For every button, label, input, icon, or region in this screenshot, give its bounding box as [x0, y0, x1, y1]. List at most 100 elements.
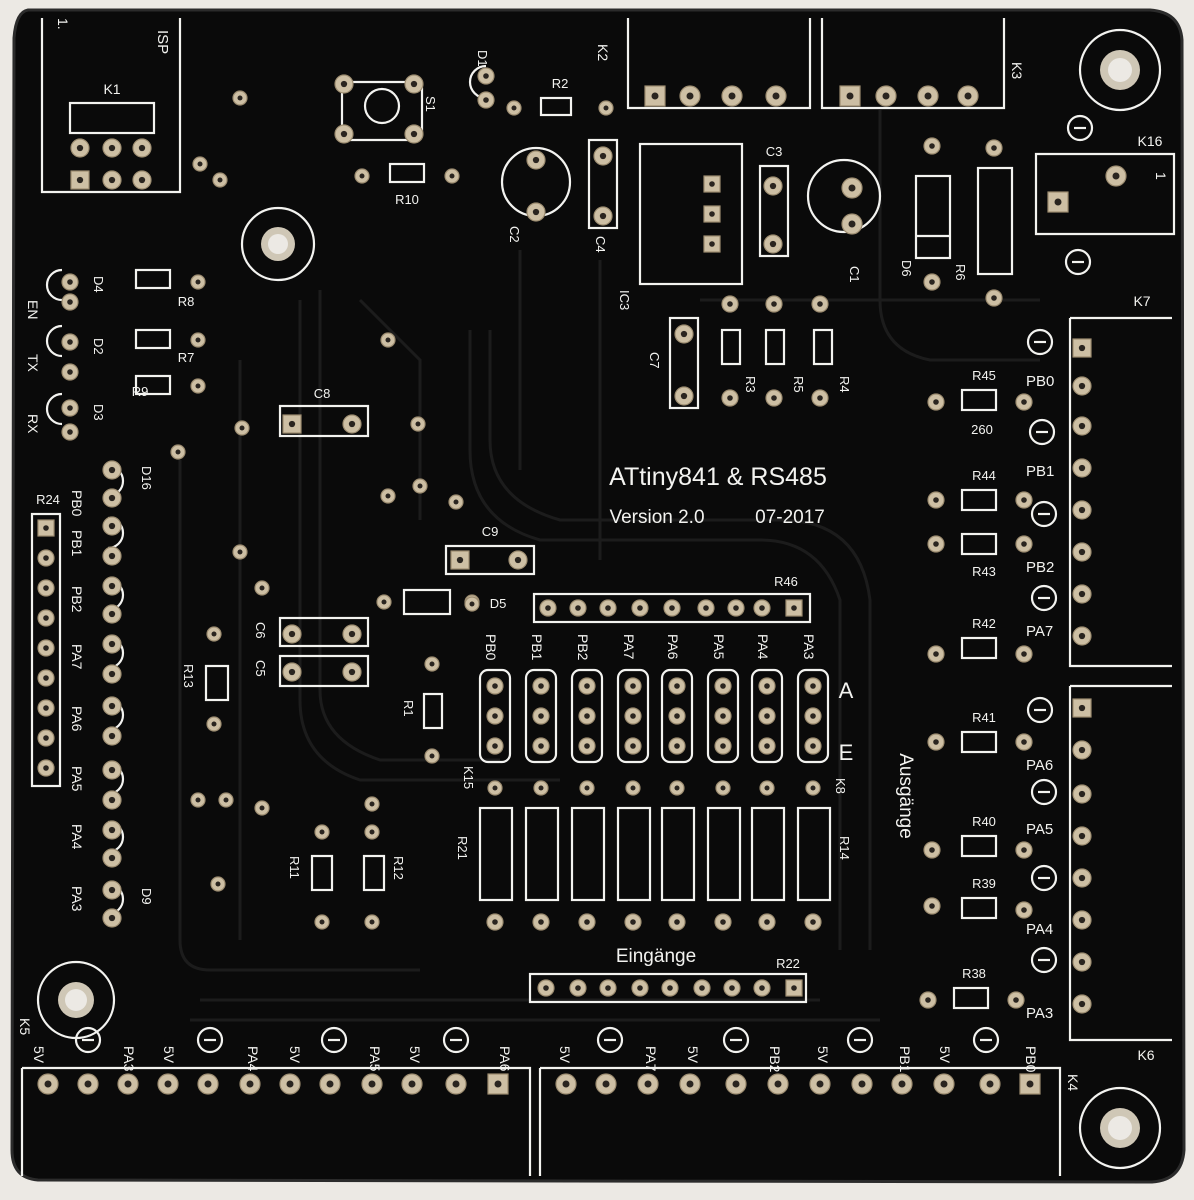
- bottom-left-label: PA3: [121, 1046, 137, 1072]
- drill-hole: [729, 985, 735, 991]
- ref-r4: R4: [837, 376, 852, 393]
- ref-c5: C5: [253, 660, 268, 677]
- drill-hole: [538, 743, 544, 749]
- bottom-right-label: 5V: [685, 1046, 701, 1064]
- drill-hole: [817, 301, 823, 307]
- drill-hole: [415, 421, 421, 427]
- drill-hole: [1054, 198, 1062, 206]
- drill-hole: [492, 919, 498, 925]
- bottom-left-label: 5V: [407, 1046, 423, 1064]
- drill-hole: [651, 92, 659, 100]
- drill-hole: [630, 785, 636, 791]
- drill-hole: [211, 721, 217, 727]
- ref-c3: C3: [766, 144, 783, 159]
- drill-hole: [449, 173, 455, 179]
- drill-hole: [562, 1080, 570, 1088]
- drill-hole: [759, 605, 765, 611]
- drill-hole: [385, 337, 391, 343]
- bottom-right-label: 5V: [937, 1046, 953, 1064]
- ref-r39: R39: [972, 876, 996, 891]
- drill-hole: [288, 630, 296, 638]
- drill-hole: [1021, 651, 1027, 657]
- ref-k4: K4: [1065, 1074, 1081, 1091]
- drill-hole: [43, 525, 49, 531]
- drill-hole: [211, 631, 217, 637]
- drill-hole: [1026, 1080, 1034, 1088]
- ref-r9: R9: [132, 384, 149, 399]
- ref-rx: RX: [25, 414, 41, 434]
- drill-hole: [1078, 548, 1086, 556]
- drill-hole: [408, 1080, 416, 1088]
- drill-hole: [108, 552, 116, 560]
- drill-hole: [929, 279, 935, 285]
- ref-r2: R2: [552, 76, 569, 91]
- drill-hole: [76, 176, 84, 184]
- bottom-right-label: PB0: [1023, 1046, 1039, 1073]
- ref-r38: R38: [962, 966, 986, 981]
- drill-hole: [195, 383, 201, 389]
- drill-hole: [84, 1080, 92, 1088]
- drill-hole: [259, 805, 265, 811]
- right-column-label: PB1: [1026, 463, 1054, 480]
- drill-hole: [368, 1080, 376, 1088]
- drill-hole: [810, 919, 816, 925]
- drill-hole: [76, 144, 84, 152]
- ref-d9: D9: [139, 888, 154, 905]
- drill-hole: [381, 599, 387, 605]
- drill-hole: [417, 483, 423, 489]
- right-column-label: PA5: [1026, 821, 1053, 838]
- drill-hole: [43, 645, 49, 651]
- drill-hole: [385, 493, 391, 499]
- drill-hole: [810, 743, 816, 749]
- drill-hole: [1078, 464, 1086, 472]
- drill-hole: [492, 743, 498, 749]
- drill-hole: [848, 184, 856, 192]
- drill-hole: [43, 585, 49, 591]
- drill-hole: [848, 220, 856, 228]
- drill-hole: [175, 449, 181, 455]
- drill-hole: [108, 610, 116, 618]
- drill-hole: [816, 1080, 824, 1088]
- drill-hole: [929, 847, 935, 853]
- drill-hole: [1112, 172, 1120, 180]
- drill-hole: [538, 683, 544, 689]
- column-label: PB2: [575, 634, 591, 661]
- drill-hole: [771, 301, 777, 307]
- drill-hole: [67, 369, 73, 375]
- drill-hole: [882, 92, 890, 100]
- drill-hole: [246, 1080, 254, 1088]
- label-e: E: [839, 740, 854, 765]
- drill-hole: [483, 73, 489, 79]
- column-label: PA7: [621, 634, 637, 660]
- drill-hole: [215, 881, 221, 887]
- drill-hole: [637, 605, 643, 611]
- drill-hole: [1021, 399, 1027, 405]
- bottom-left-label: PA4: [245, 1046, 261, 1072]
- drill-hole: [602, 1080, 610, 1088]
- right-column-label: PA4: [1026, 921, 1053, 938]
- silkscreen-text: ATtiny841 & RS485 Version 2.0 07-2017 Ei…: [17, 18, 1169, 1091]
- ref-r46: R46: [774, 574, 798, 589]
- drill-hole: [599, 212, 607, 220]
- drill-hole: [699, 985, 705, 991]
- drill-hole: [1021, 497, 1027, 503]
- ref-k2: K2: [595, 44, 611, 61]
- ref-r21: R21: [455, 836, 470, 860]
- drill-hole: [429, 753, 435, 759]
- drill-hole: [986, 1080, 994, 1088]
- drill-hole: [764, 683, 770, 689]
- left-column-label: PA6: [69, 706, 85, 732]
- drill-hole: [138, 176, 146, 184]
- drill-hole: [584, 743, 590, 749]
- drill-hole: [940, 1080, 948, 1088]
- drill-hole: [319, 919, 325, 925]
- column-label: PA5: [711, 634, 727, 660]
- ref-k3: K3: [1009, 62, 1025, 79]
- ref-k16: K16: [1138, 133, 1163, 149]
- drill-hole: [538, 785, 544, 791]
- drill-hole: [369, 801, 375, 807]
- ref-r8: R8: [178, 294, 195, 309]
- ref-c2: C2: [507, 226, 522, 243]
- left-column-label: PA3: [69, 886, 85, 912]
- drill-hole: [584, 919, 590, 925]
